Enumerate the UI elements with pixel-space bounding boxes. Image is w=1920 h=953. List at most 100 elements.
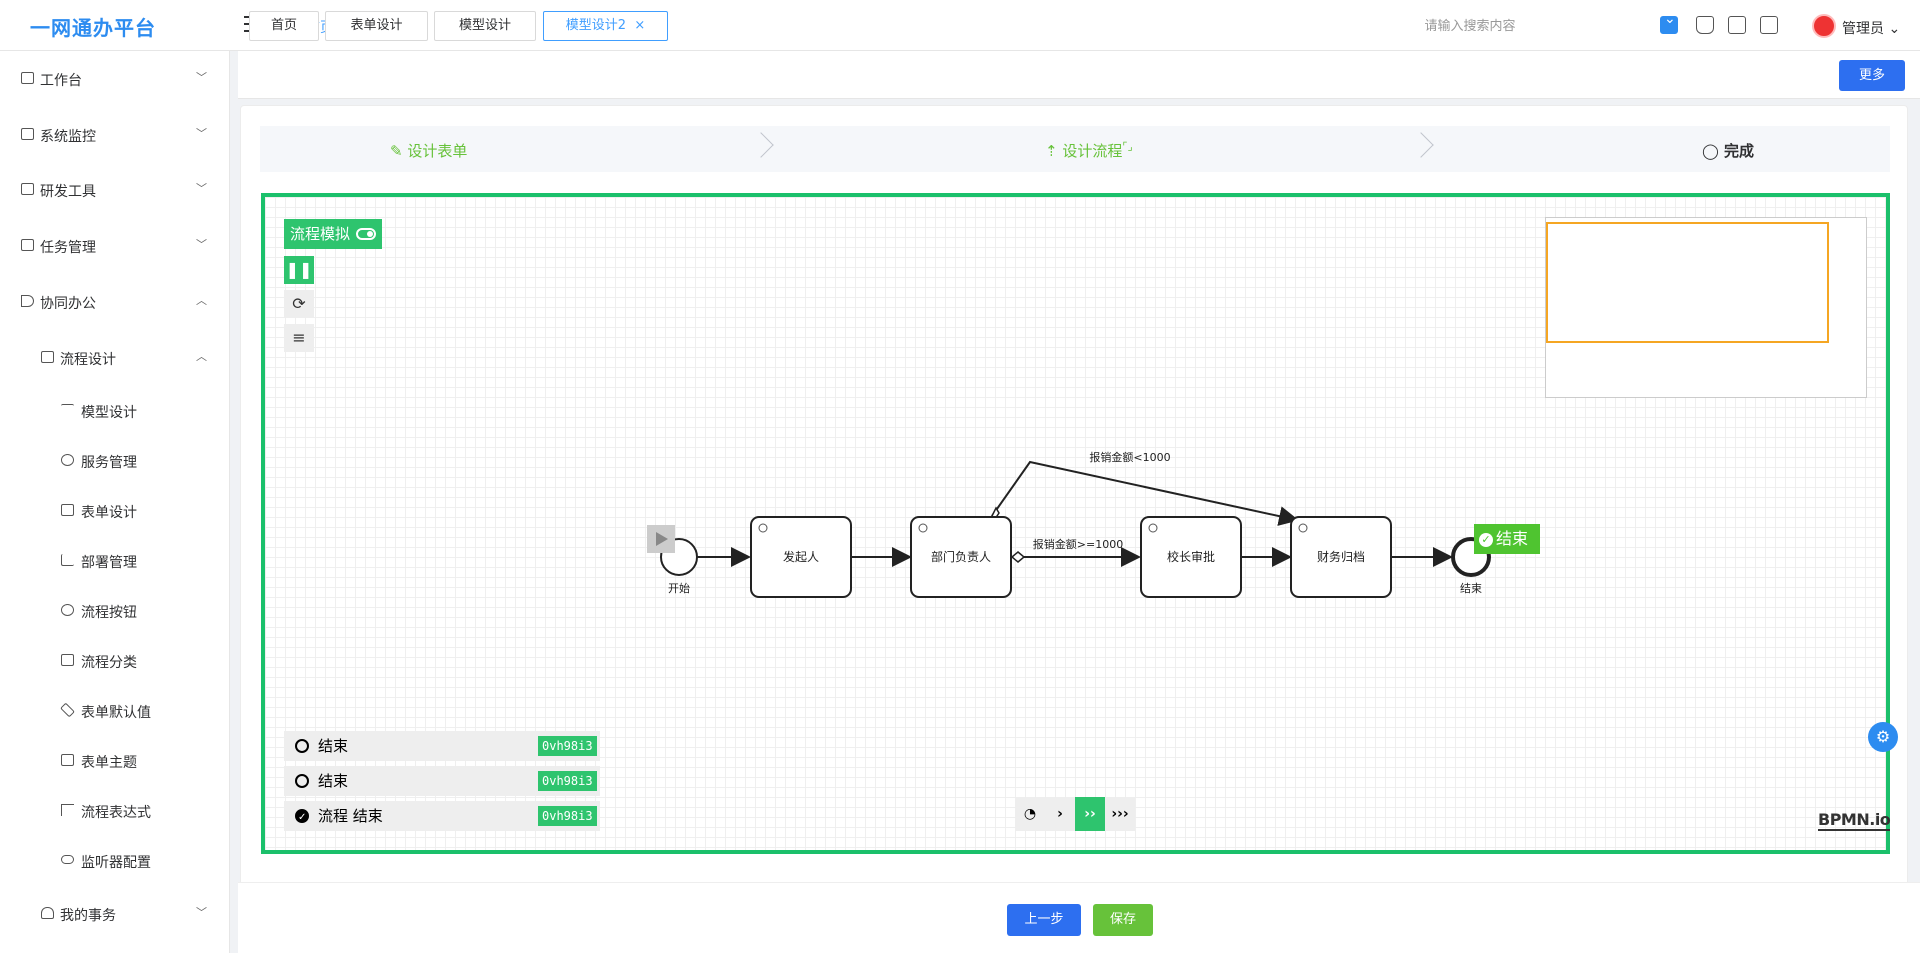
sidebar-item-label: 流程按钮 bbox=[81, 605, 137, 621]
sidebar-item-devtools[interactable]: 研发工具﹀ bbox=[0, 180, 230, 200]
sidebar-item-label: 表单默认值 bbox=[81, 705, 151, 721]
step-label: 设计表单 bbox=[407, 142, 468, 160]
sidebar-item-workbench[interactable]: 工作台﹀ bbox=[0, 69, 230, 89]
pause-button[interactable]: ❚❚ bbox=[284, 256, 314, 284]
sidebar-item-label: 监听器配置 bbox=[81, 855, 151, 871]
avatar[interactable] bbox=[1812, 14, 1836, 38]
sidebar-item-collab[interactable]: 协同办公︿ bbox=[0, 292, 230, 312]
circle-icon bbox=[295, 774, 309, 788]
end-label: 结束 bbox=[1460, 582, 1482, 595]
gear-icon bbox=[61, 604, 74, 616]
step-design-flow[interactable]: ⇡ 设计流程⌜⌟ bbox=[1045, 140, 1133, 161]
tab-label: 模型设计2 bbox=[565, 18, 627, 33]
sidebar-item-form-theme[interactable]: 表单主题 bbox=[0, 751, 230, 771]
play-icon[interactable] bbox=[647, 525, 675, 553]
monitor-icon bbox=[21, 72, 34, 84]
log-text: 流程 结束 bbox=[318, 807, 383, 825]
log-tag: 0vh98i3 bbox=[538, 736, 597, 756]
layout-icon[interactable] bbox=[1760, 16, 1778, 34]
flow-icon bbox=[61, 654, 74, 666]
task-initiator[interactable]: 发起人 bbox=[750, 516, 852, 598]
check-circle-icon bbox=[295, 803, 309, 833]
sidebar-item-flow-design[interactable]: 流程设计 ︿ bbox=[0, 348, 230, 368]
sidebar-item-label: 流程设计 bbox=[60, 352, 116, 368]
upload-icon: ⇡ bbox=[1045, 142, 1058, 160]
send-icon bbox=[21, 295, 34, 307]
user-icon bbox=[1298, 523, 1308, 533]
sidebar-item-flow-buttons[interactable]: 流程按钮 bbox=[0, 601, 230, 621]
chevron-up-icon: ︿ bbox=[196, 350, 207, 363]
sidebar-item-flow-category[interactable]: 流程分类 bbox=[0, 651, 230, 671]
log-item: 流程 结束 0vh98i3 bbox=[284, 801, 600, 833]
speed-slow-button[interactable]: › bbox=[1057, 806, 1063, 822]
form-icon bbox=[61, 504, 74, 516]
log-text: 结束 bbox=[318, 772, 349, 790]
prev-step-button[interactable]: 上一步 bbox=[1007, 904, 1081, 936]
save-button[interactable]: 保存 bbox=[1093, 904, 1153, 936]
step-bar: ✎ 设计表单 ⇡ 设计流程⌜⌟ ◯ 完成 bbox=[260, 126, 1890, 172]
log-button[interactable]: ≡ bbox=[284, 324, 314, 352]
user-icon bbox=[758, 523, 768, 533]
chevron-down-icon: ⌄ bbox=[1888, 21, 1901, 37]
sidebar-item-listener[interactable]: 监听器配置 bbox=[0, 851, 230, 871]
minimap[interactable] bbox=[1545, 217, 1867, 398]
tab-model-design[interactable]: 模型设计 bbox=[434, 11, 536, 41]
tab-form-design[interactable]: 表单设计 bbox=[325, 11, 428, 41]
end-badge: ✓结束 bbox=[1474, 524, 1540, 554]
conditional-flow[interactable] bbox=[991, 460, 1299, 526]
flow-label-mid: 报销金额>=1000 bbox=[1033, 537, 1123, 551]
simulation-toggle-label: 流程模拟 bbox=[290, 225, 351, 243]
step-label: 完成 bbox=[1724, 142, 1755, 160]
flow-icon bbox=[41, 351, 54, 363]
app-logo[interactable]: 一网通办平台 bbox=[30, 16, 156, 40]
sidebar: 工作台﹀ 系统监控﹀ 研发工具﹀ 任务管理﹀ 协同办公︿ 流程设计︿ 模型设计 … bbox=[0, 51, 230, 953]
sidebar-item-my-affairs[interactable]: 我的事务﹀ bbox=[0, 904, 230, 924]
chevron-down-icon: ﹀ bbox=[196, 238, 207, 251]
sidebar-item-monitor[interactable]: 系统监控﹀ bbox=[0, 125, 230, 145]
search-input[interactable]: 请输入搜索内容 bbox=[1424, 19, 1516, 34]
user-menu[interactable]: 管理员 ⌄ bbox=[1842, 18, 1900, 38]
sidebar-item-deploy[interactable]: 部署管理 bbox=[0, 551, 230, 571]
sidebar-item-service[interactable]: 服务管理 bbox=[0, 451, 230, 471]
sidebar-item-label: 表单主题 bbox=[81, 755, 137, 771]
theme-shirt-icon[interactable] bbox=[1696, 16, 1714, 34]
task-principal[interactable]: 校长审批 bbox=[1140, 516, 1242, 598]
sidebar-item-form-default[interactable]: 表单默认值 bbox=[0, 701, 230, 721]
tab-home[interactable]: 首页 bbox=[249, 11, 319, 41]
log-tag: 0vh98i3 bbox=[538, 806, 597, 826]
step-finish[interactable]: ◯ 完成 bbox=[1702, 140, 1754, 161]
settings-gear-icon[interactable]: ⚙ bbox=[1868, 722, 1898, 752]
fullscreen-icon[interactable] bbox=[1728, 16, 1746, 34]
speed-fast-button[interactable]: ››› bbox=[1111, 806, 1129, 822]
restart-button[interactable]: ⟳ bbox=[284, 290, 314, 318]
speed-normal-button[interactable]: ›› bbox=[1075, 797, 1105, 831]
task-finance[interactable]: 财务归档 bbox=[1290, 516, 1392, 598]
sidebar-item-tasks[interactable]: 任务管理﹀ bbox=[0, 236, 230, 256]
close-icon[interactable]: × bbox=[634, 18, 646, 33]
task-label: 财务归档 bbox=[1317, 549, 1365, 564]
bell-icon bbox=[41, 907, 54, 919]
more-button[interactable]: 更多 bbox=[1839, 60, 1905, 91]
circle-icon bbox=[295, 739, 309, 753]
check-icon: ✓ bbox=[1479, 533, 1493, 547]
user-icon bbox=[918, 523, 928, 533]
chevron-down-icon: ﹀ bbox=[196, 71, 207, 84]
sidebar-item-flow-expression[interactable]: 流程表达式 bbox=[0, 801, 230, 821]
log-item: 结束 0vh98i3 bbox=[284, 731, 600, 761]
sidebar-item-form-design[interactable]: 表单设计 bbox=[0, 501, 230, 521]
minimap-viewport[interactable] bbox=[1546, 222, 1829, 343]
task-dept-head[interactable]: 部门负责人 bbox=[910, 516, 1012, 598]
step-design-form[interactable]: ✎ 设计表单 bbox=[390, 140, 467, 161]
bar-chart-icon bbox=[61, 554, 74, 566]
simulation-toggle[interactable]: 流程模拟 bbox=[284, 219, 382, 249]
bpmn-io-logo[interactable]: BPMN.io bbox=[1818, 810, 1891, 831]
dropdown-check-icon[interactable] bbox=[1660, 11, 1678, 34]
sidebar-item-model-design[interactable]: 模型设计 bbox=[0, 401, 230, 421]
number-icon bbox=[61, 754, 74, 766]
sidebar-item-label: 服务管理 bbox=[81, 455, 137, 471]
log-text: 结束 bbox=[318, 737, 349, 755]
speed-control: ◔ › ›› ››› bbox=[1015, 797, 1135, 831]
task-label: 部门负责人 bbox=[931, 549, 991, 564]
tab-model-design-2[interactable]: 模型设计2 × bbox=[543, 11, 668, 41]
